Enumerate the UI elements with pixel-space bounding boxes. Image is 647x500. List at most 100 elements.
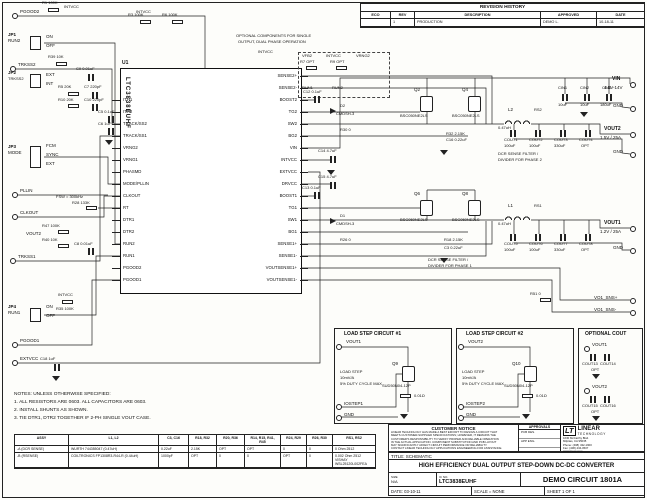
table-header-cell: R20, R36: [217, 435, 245, 447]
wire: [463, 373, 524, 408]
capacitor-symbol: [606, 94, 612, 101]
ic-pin-stub: [300, 160, 308, 161]
ic-pin-label: SENSE2+: [277, 73, 297, 78]
table-header-cell: APPROVED: [541, 12, 597, 20]
ic-pin-label: MODE/PLLIN: [123, 181, 150, 186]
ic-pin-label: ITH2: [123, 109, 133, 114]
schematic-label: VFB2: [302, 53, 313, 58]
schematic-label: COUT14: [600, 361, 616, 366]
wire: [341, 346, 409, 366]
schematic-label: 0.47uH: [498, 221, 511, 226]
schematic-label: VRNG2: [356, 53, 370, 58]
terminal-symbol: [10, 66, 16, 72]
wire: [16, 15, 206, 68]
schematic-label: PGOOD2: [20, 9, 40, 14]
vendor-name: LT LINEAR TECHNOLOGY: [563, 426, 642, 437]
ic-pin-label: EXTVCC: [279, 169, 297, 174]
note-line: NOTES: UNLESS OTHERWISE SPECIFIED:: [14, 392, 111, 397]
schematic-label: 100uF: [529, 143, 541, 148]
terminal-symbol: [12, 214, 18, 220]
size-value: N/A: [391, 479, 398, 484]
linear-technology-logo-icon: LT: [563, 426, 576, 437]
schematic-label: EXTVCC: [20, 356, 39, 361]
table-cell: PRODUCTION: [415, 19, 541, 27]
ic-pin-label: BOOST1: [279, 193, 297, 198]
vendor-address-line: Fax: (408) 434-0507: [563, 445, 589, 450]
ic-pin-stub: [300, 220, 308, 221]
schematic-label: R9 OPT: [330, 59, 345, 64]
schematic-label: GND: [466, 412, 476, 417]
ic-pin-stub: [112, 220, 120, 221]
capacitor-symbol: [562, 94, 568, 101]
ground-symbol: [440, 150, 448, 155]
table-header-cell: DATE: [597, 12, 644, 20]
schematic-label: VOUT1: [592, 342, 608, 347]
schematic-label: R32 2.15K: [446, 131, 465, 136]
schematic-label: C16 0.22uF: [446, 137, 467, 142]
schematic-label: INTVCC: [64, 4, 79, 9]
schematic-label: CIN1: [558, 85, 568, 90]
demo-circuit-number: DEMO CIRCUIT 1801A: [542, 475, 623, 484]
schematic-label: Q6: [414, 191, 421, 196]
schematic-label: IOSTEP1: [344, 401, 364, 406]
resistor-symbol: [62, 300, 73, 304]
ic-pin-stub: [300, 148, 308, 149]
approvals-title: APPROVALS: [519, 425, 560, 430]
ground-symbol: [327, 170, 335, 175]
optional-cout-box: [578, 328, 643, 424]
schematic-label: CLKOUT: [20, 210, 39, 215]
schematic-label: VOUT1: [346, 339, 362, 344]
terminal-symbol: [12, 13, 18, 19]
table-cell: 0.002 Ohm 2512 VISHAY WSL25120L002FEA: [333, 453, 375, 469]
table-header-cell: REV: [391, 12, 415, 20]
notice-line: CUSTOMER'S RESPONSIBILITY TO VERIFY PROP…: [391, 436, 499, 441]
mosfet-symbol: [420, 96, 433, 112]
schematic-label: MODE: [8, 150, 22, 155]
schematic-label: OPT: [591, 409, 600, 414]
schematic-label: JP2: [8, 70, 17, 75]
schematic-label: GND: [344, 412, 354, 417]
schematic-label: DCR SENSE FILTER /: [498, 151, 539, 156]
table-header-cell: R14, R15, R41, R45: [245, 435, 281, 447]
ic-pin-stub: [300, 112, 308, 113]
schematic-label: DIVIDER FOR PHASE 2: [498, 157, 542, 162]
table-cell: 1: [391, 19, 415, 27]
schematic-label: COUT8: [579, 241, 593, 246]
ic-pin-label: TRACK/SS2: [123, 121, 147, 126]
schematic-label: 5% DUTY CYCLE MAX: [340, 381, 382, 386]
ic-pin-label: SENSE2-: [278, 85, 297, 90]
schematic-label: C7 220pF: [84, 84, 102, 89]
ground-symbol: [592, 416, 600, 421]
main-ic: U1 LTC3838EUHF: [120, 60, 302, 294]
schematic-label: R5 20K: [58, 84, 72, 89]
capacitor-symbol: [314, 192, 320, 199]
ic-number-label: IC NO.: [439, 474, 449, 479]
revision-history-title: REVISION HISTORY: [361, 4, 644, 12]
wire: [531, 123, 630, 135]
note-line: 2. INSTALL SHUNTS AS SHOWN.: [14, 408, 88, 413]
table-header-cell: DESCRIPTION: [415, 12, 541, 20]
schematic-label: IOSTEP2: [466, 401, 486, 406]
schematic-label: C6 1uF: [98, 121, 112, 126]
note-line: 3. TIE DTR1, DTR2 TOGETHER IF 2-PH SINGL…: [14, 416, 151, 421]
schematic-label: VOUT2: [604, 126, 621, 132]
schematic-label: DIVIDER FOR PHASE 1: [428, 263, 472, 268]
schematic-label: SYNC: [46, 152, 59, 157]
jumper-symbol: [30, 74, 41, 88]
ic-pin-stub: [112, 124, 120, 125]
ic-pin-stub: [300, 172, 308, 173]
schematic-label: R30 0: [340, 127, 351, 132]
ic-pin-stub: [112, 160, 120, 161]
schematic-label: FSW = 300kHz: [56, 194, 84, 199]
schematic-label: 0.01Ω: [414, 393, 425, 398]
ic-part-number: LTC3838EUHF: [124, 77, 130, 129]
schematic-label: R7 OPT: [300, 59, 315, 64]
table-cell: 0: [245, 453, 281, 469]
schematic-label: C8 0.01uF: [74, 241, 93, 246]
ic-pin-stub: [300, 196, 308, 197]
schematic-label: D1: [340, 213, 346, 218]
schematic-label: 10uF: [558, 102, 568, 107]
terminal-symbol: [630, 248, 636, 254]
schematic-label: LOAD STEP: [340, 369, 363, 374]
